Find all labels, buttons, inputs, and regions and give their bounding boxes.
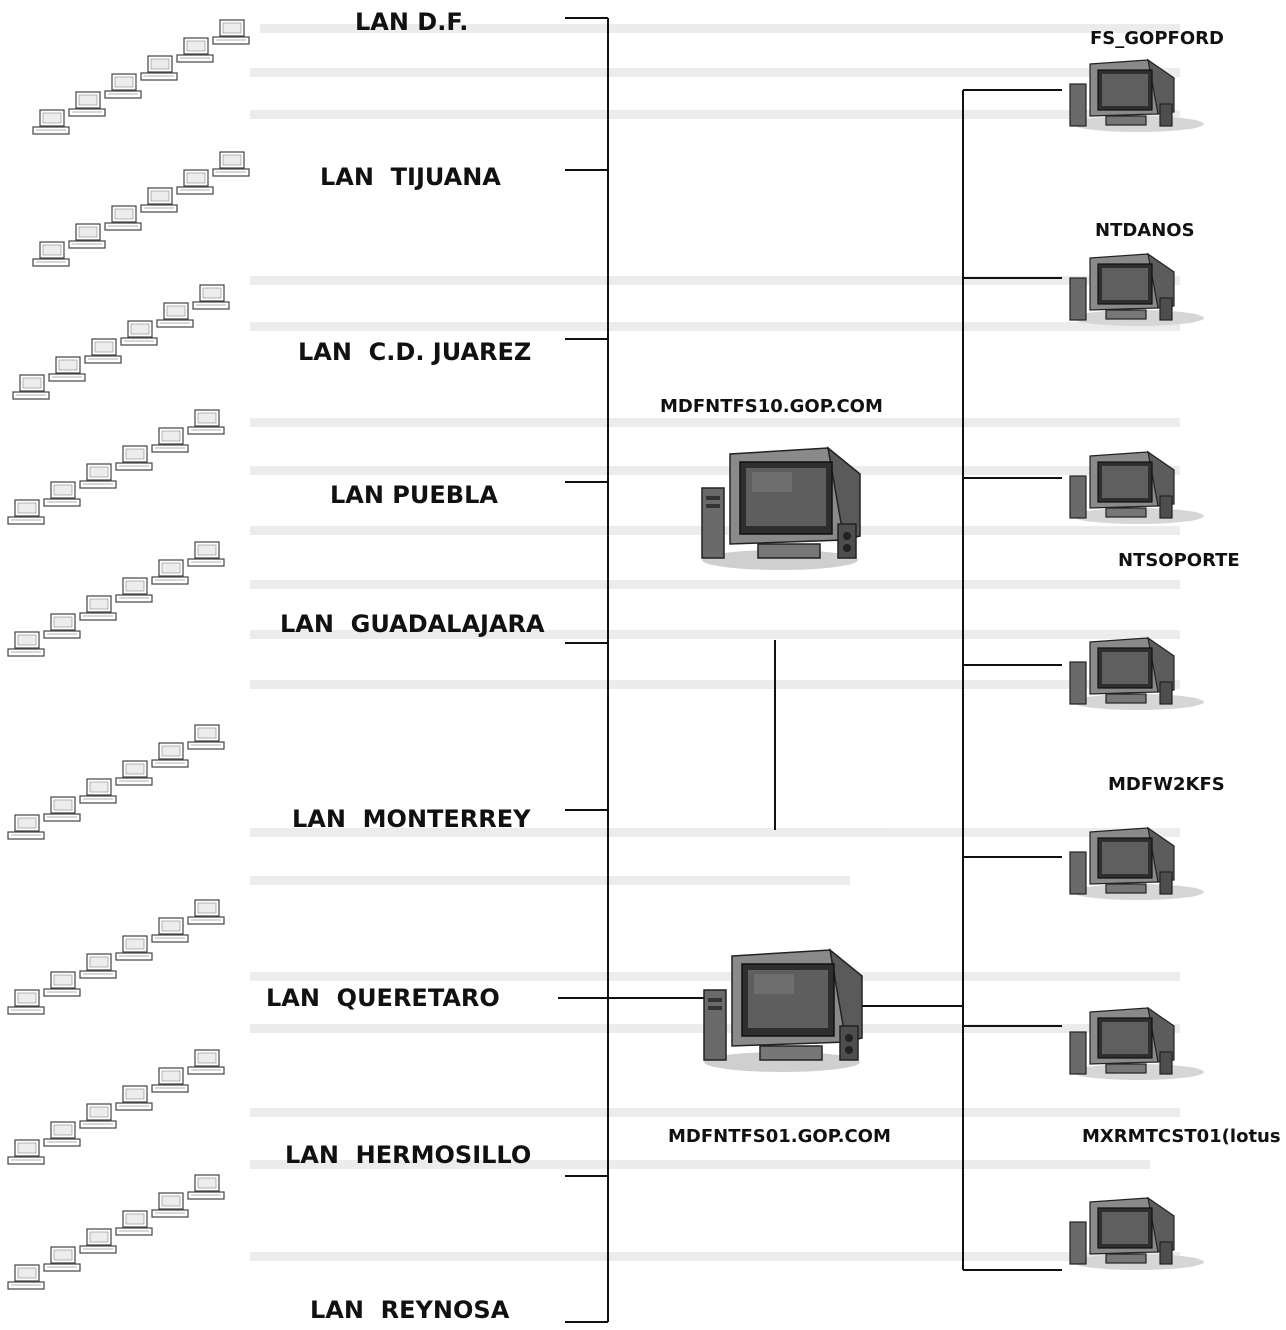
workstation-icon	[8, 725, 224, 839]
workstation-icon	[8, 1050, 224, 1164]
computer-tower-icon	[1069, 1007, 1205, 1081]
workstation-icon	[33, 20, 249, 134]
background-text-lines	[250, 24, 1180, 1261]
workstation-icon	[8, 410, 224, 524]
lan-label: LAN C.D. JUAREZ	[298, 338, 531, 366]
server-label: NTDANOS	[1095, 220, 1195, 241]
computer-tower-icon	[1069, 1197, 1205, 1271]
central-server-label: MDFNTFS01.GOP.COM	[668, 1126, 891, 1147]
workstation-clusters	[8, 20, 249, 1289]
server-label: NTSOPORTE	[1118, 550, 1240, 571]
workstation-icon	[8, 542, 224, 656]
computer-tower-icon	[1069, 451, 1205, 525]
lan-label: LAN D.F.	[355, 8, 468, 36]
lan-label: LAN TIJUANA	[320, 163, 501, 191]
computer-tower-icon	[1069, 827, 1205, 901]
lan-backbone	[558, 17, 720, 1323]
central-server-label: MDFNTFS10.GOP.COM	[660, 396, 883, 417]
lan-label: LAN PUEBLA	[330, 481, 498, 509]
lan-label: LAN QUERETARO	[266, 984, 500, 1012]
workstation-icon	[13, 285, 229, 399]
lan-label: LAN REYNOSA	[310, 1296, 510, 1324]
lan-label: LAN MONTERREY	[292, 805, 531, 833]
server-label: FS_GOPFORD	[1090, 28, 1224, 49]
workstation-icon	[8, 1175, 224, 1289]
computer-tower-icon	[1069, 637, 1205, 711]
computer-tower-icon	[703, 949, 863, 1073]
server-label: MXRMTCST01(lotus	[1082, 1126, 1281, 1147]
computer-tower-icon	[1069, 59, 1205, 133]
computer-tower-icon	[1069, 253, 1205, 327]
workstation-icon	[8, 900, 224, 1014]
lan-label: LAN HERMOSILLO	[285, 1141, 531, 1169]
lan-label: LAN GUADALAJARA	[280, 610, 545, 638]
server-label: MDFW2KFS	[1108, 774, 1225, 795]
workstation-icon	[33, 152, 249, 266]
